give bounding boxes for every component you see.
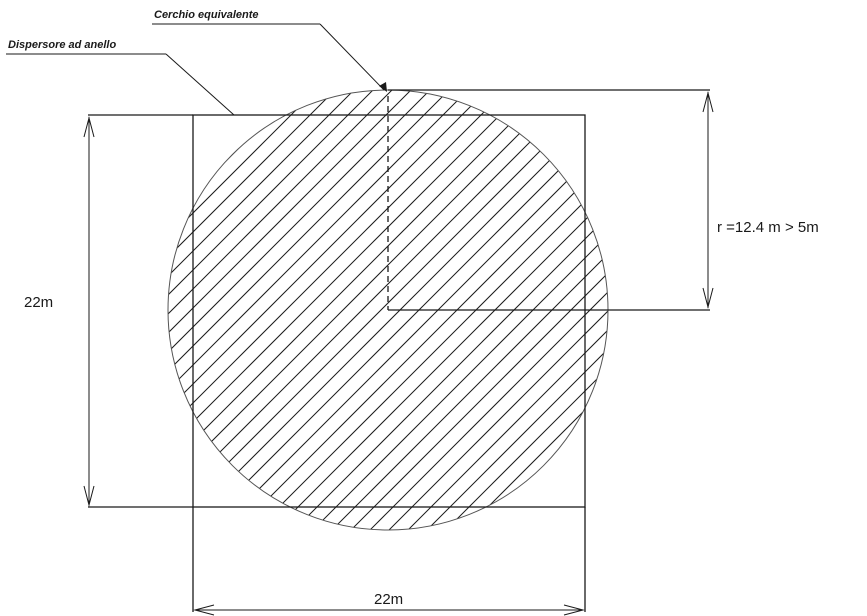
hatch-line [168,90,384,530]
hatch-line [416,90,608,530]
ring-callout-label: Dispersore ad anello [8,39,117,51]
radius-arrow-top [702,91,714,113]
circle-callout-leader [319,23,385,91]
bottom-arrow-left [193,604,215,616]
side-left-label: 22m [24,294,54,311]
hatch-line [378,90,608,530]
left-arrow-top [83,116,95,138]
hatch-line [397,90,608,530]
ring-callout-leader [165,53,235,116]
bottom-arrow-right [563,604,585,616]
hatch-line [168,90,422,530]
side-bottom-label: 22m [374,591,404,608]
radius-label: r =12.4 m > 5m [717,219,819,236]
hatch-line [168,90,441,530]
hatch-line [435,90,608,530]
hatch-line [168,90,403,530]
radius-arrow-bottom [702,287,714,309]
hatch-line [454,90,608,530]
hatch-line [168,90,536,530]
left-arrow-bottom [83,485,95,507]
hatch-line [168,90,479,530]
hatch-line [168,90,327,530]
hatch-line [168,90,346,530]
circle-callout-arrowhead [379,82,387,92]
ring-electrode-square [192,114,586,508]
hatch-line [168,90,517,530]
hatch-line [168,90,460,530]
hatch-line [168,90,365,530]
circle-callout-label: Cerchio equivalente [154,9,259,21]
hatch-line [168,90,498,530]
